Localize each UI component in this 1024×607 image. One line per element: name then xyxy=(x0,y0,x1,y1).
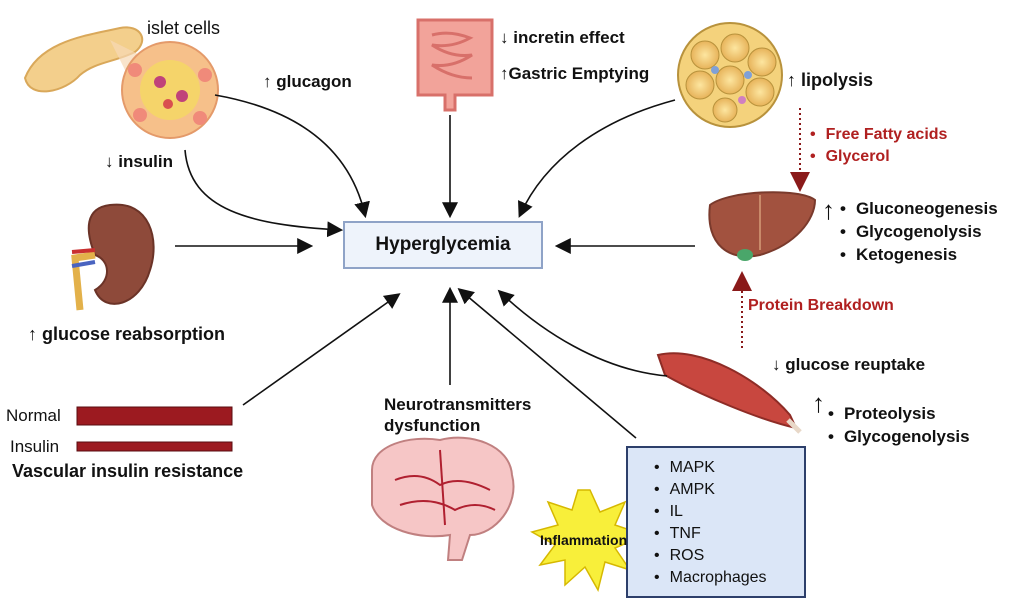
glycogenolysis-item: Glycogenolysis xyxy=(840,220,998,243)
vascular-illustration xyxy=(76,406,233,452)
vascular-insulin-resistance-label: Vascular insulin resistance xyxy=(12,461,244,481)
muscle-glycogenolysis-item: Glycogenolysis xyxy=(828,425,970,448)
mapk-item: MAPK xyxy=(654,457,767,479)
gluconeogenesis-item: Gluconeogenesis xyxy=(840,197,998,220)
intestine-illustration xyxy=(416,18,494,112)
red-dotted-arrows xyxy=(732,108,810,348)
tnf-item: TNF xyxy=(654,523,767,545)
adipose-illustration xyxy=(677,22,783,128)
inflammation-burst xyxy=(530,489,648,593)
liver-up-arrow: ↑ xyxy=(822,195,835,225)
lipolysis-label: ↑ lipolysis xyxy=(787,70,874,90)
protein-breakdown-label: Protein Breakdown xyxy=(748,297,894,314)
brain-illustration xyxy=(371,436,515,561)
glycerol-item: Glycerol xyxy=(810,146,947,168)
free-fatty-acids-item: Free Fatty acids xyxy=(810,124,948,146)
glucagon-label: ↑ glucagon xyxy=(263,72,352,91)
muscle-up-arrow: ↑ xyxy=(812,388,825,418)
incretin-effect-label: ↓ incretin effect xyxy=(500,28,625,47)
glucose-reuptake-label: ↓ glucose reuptake xyxy=(772,355,926,374)
ros-item: ROS xyxy=(654,545,767,567)
normal-label: Normal xyxy=(6,406,61,425)
muscle-processes-list: Proteolysis Glycogenolysis xyxy=(828,402,970,448)
ketogenesis-item: Ketogenesis xyxy=(840,243,998,266)
neurotransmitters-label: Neurotransmitters xyxy=(384,395,532,414)
glucose-reabsorption-label: ↑ glucose reabsorption xyxy=(28,324,226,344)
inflammation-box: MAPK AMPK IL TNF ROS Macrophages xyxy=(626,446,806,598)
islet-cells-label: islet cells xyxy=(147,18,221,38)
macrophages-item: Macrophages xyxy=(654,567,767,589)
inflammation-list: MAPK AMPK IL TNF ROS Macrophages xyxy=(654,457,767,589)
inflammation-label: Inflammation xyxy=(540,532,628,548)
proteolysis-item: Proteolysis xyxy=(828,402,970,425)
dysfunction-label: dysfunction xyxy=(384,416,481,435)
liver-processes-list: Gluconeogenesis Glycogenolysis Ketogenes… xyxy=(840,197,998,266)
insulin-label: ↓ insulin xyxy=(105,152,173,171)
pancreas-illustration xyxy=(23,26,219,139)
il-item: IL xyxy=(654,501,767,523)
adipose-products-list: Free Fatty acids Glycerol xyxy=(810,124,948,168)
kidney-illustration xyxy=(71,203,155,311)
hyperglycemia-box: Hyperglycemia xyxy=(343,221,543,269)
insulin-vessel-label: Insulin xyxy=(10,437,60,456)
muscle-illustration xyxy=(656,352,802,434)
liver-illustration xyxy=(708,191,817,261)
arrows xyxy=(175,94,695,439)
ampk-item: AMPK xyxy=(654,479,767,501)
gastric-emptying-label: ↑Gastric Emptying xyxy=(500,64,650,83)
